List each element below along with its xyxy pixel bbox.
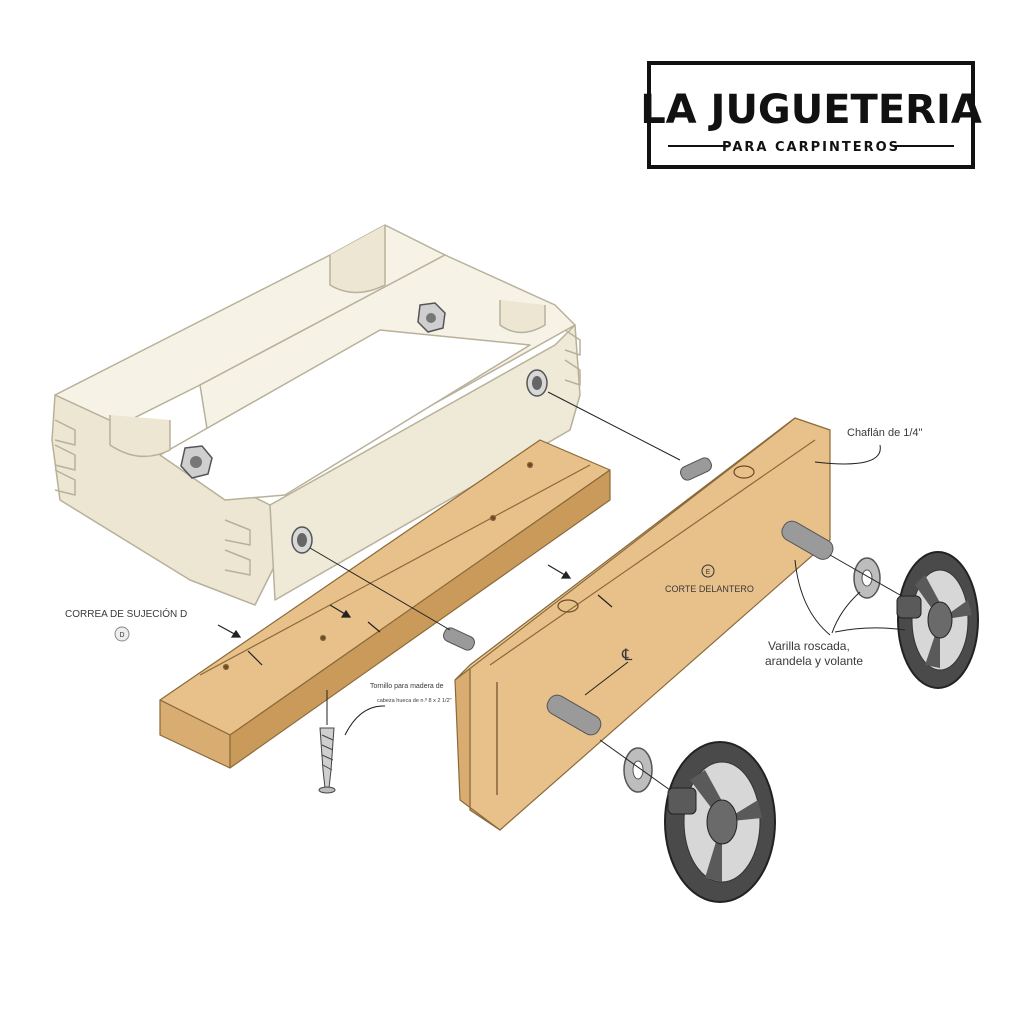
assembly-lines (309, 391, 901, 791)
wheel-upper-spokes (915, 575, 972, 668)
nut-left-hole (190, 456, 202, 468)
front-cut-label: CORTE DELANTERO (665, 584, 754, 594)
logo-subtitle: PARA CARPINTEROS (722, 140, 900, 155)
screw-label-line1: Tornillo para madera de (370, 683, 444, 690)
assembly-line-back (547, 391, 681, 461)
dim-6 (597, 594, 613, 608)
rod-left-stub (443, 627, 475, 651)
rod-label-line1: Varilla roscada, (768, 639, 850, 653)
frame-notch-a (54, 419, 76, 446)
assembly-line-upper-wheel (829, 554, 901, 596)
dimension-marks (217, 564, 613, 666)
front-cut-marker-circle (701, 564, 715, 578)
strap-hole-3 (489, 514, 497, 522)
centerline-leader (584, 661, 629, 696)
rear-frame (51, 224, 581, 606)
rod-lower-front (546, 694, 602, 736)
strap-hole-2 (319, 634, 327, 642)
frame-notch-f (564, 329, 581, 356)
strap-hole-1 (222, 663, 230, 671)
strap-marker: D (119, 632, 124, 639)
front-cut-marker: E (706, 569, 711, 576)
assembly-line-lower-wheel (599, 739, 671, 791)
strap-marker-circle (114, 626, 130, 642)
dim-2 (247, 650, 263, 666)
screw-callout-leader (344, 705, 386, 736)
dim-4 (367, 621, 381, 633)
logo-title: LA JUGUETERIA (640, 87, 982, 133)
frame-notch-g (564, 359, 581, 386)
strap-groove (199, 464, 591, 676)
wheel-lower-hub (706, 799, 738, 845)
screw-thread (321, 734, 334, 771)
screw-label-line2: cabeza hueca de n.º 8 x 2 1/2" (377, 697, 452, 704)
washer-lower (623, 747, 653, 793)
nut-back-hole (426, 313, 436, 323)
hex-nut-left (180, 445, 213, 479)
hole-right-inner (532, 376, 542, 390)
frame-notch-e (224, 549, 251, 576)
dim-3-head (340, 609, 352, 618)
jaw-chamfer-line (489, 439, 816, 666)
holding-strap-d (159, 439, 611, 769)
handwheel-lower (664, 741, 776, 903)
rod-label-line2: arandela y volante (765, 654, 863, 668)
frame-bolt-hole-right (526, 369, 548, 397)
jaw-front-hole (557, 599, 579, 613)
rod-upper-front (781, 520, 834, 560)
frame-inner-opening (159, 329, 531, 501)
rod-leader-3 (834, 627, 906, 633)
frame-notch-b (54, 444, 76, 471)
frame-cutout-left (109, 415, 171, 458)
frame-cutout-front (499, 300, 546, 334)
washer-upper (853, 557, 881, 599)
callout-screw: Tornillo para madera de cabeza hueca de … (344, 683, 452, 736)
callout-rod: Varilla roscada, arandela y volante (765, 559, 906, 668)
dim-5-head (560, 570, 572, 579)
frame-front-face (269, 324, 581, 601)
callout-chamfer: Chaflán de 1/4" (814, 427, 923, 465)
chamfer-leader (814, 444, 881, 465)
rod-back-stub (680, 457, 712, 481)
wheel-upper-hub (927, 601, 953, 639)
chamfer-label: Chaflán de 1/4" (847, 427, 923, 439)
strap-label: CORREA DE SUJECIÓN D (65, 607, 187, 620)
logo-border (647, 61, 975, 169)
washer-upper-hole (861, 569, 873, 587)
frame-cutout-back (329, 225, 386, 294)
jaw-top-hole (733, 465, 755, 479)
frame-notch-c (54, 469, 76, 496)
screw-head (318, 786, 336, 794)
callout-front-cut: E CORTE DELANTERO (665, 564, 754, 594)
assembly-line-left (309, 547, 451, 631)
brand-logo: LA JUGUETERIA PARA CARPINTEROS (640, 61, 982, 169)
front-jaw-e (454, 417, 831, 831)
rod-leader-2 (831, 591, 861, 634)
handwheel-upper (896, 551, 979, 689)
callout-strap: CORREA DE SUJECIÓN D D (65, 607, 187, 642)
rod-leader-1 (794, 559, 831, 636)
frame-notch-d (224, 519, 251, 546)
strap-hole-4 (526, 461, 534, 469)
frame-bolt-hole-left (291, 526, 313, 554)
hole-left-inner (297, 533, 307, 547)
hex-nut-back (417, 302, 446, 333)
strap-side-face (229, 469, 611, 769)
centerline-mark: ℄ (621, 647, 633, 664)
wheel-lower-spokes (690, 770, 762, 882)
wood-screw (318, 690, 336, 794)
jaw-top-face (454, 417, 796, 681)
threaded-rods (443, 457, 834, 736)
dim-1-head (230, 629, 242, 638)
wheel-upper-boss (896, 595, 922, 619)
wheel-lower-boss (667, 787, 697, 815)
